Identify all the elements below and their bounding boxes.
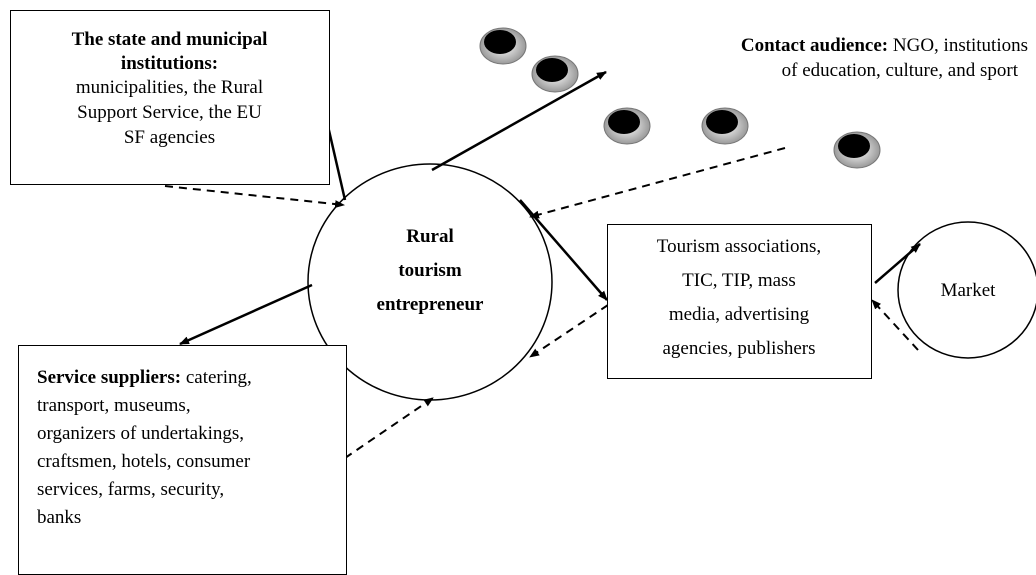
associations-line: agencies, publishers	[662, 338, 816, 359]
market-label: Market	[940, 280, 996, 301]
suppliers-line: craftsmen, hotels, consumer	[37, 451, 251, 472]
suppliers-heading: Service suppliers:	[37, 367, 182, 388]
entrepreneur-label-line: Rural	[406, 226, 454, 247]
dashed-arrow-from-state	[164, 185, 345, 209]
suppliers-line: transport, museums,	[37, 395, 191, 416]
audience-dot	[833, 131, 881, 169]
suppliers-line: organizers of undertakings,	[37, 423, 245, 444]
state-line: municipalities, the Rural	[75, 77, 264, 98]
market-circle	[897, 221, 1036, 359]
service-suppliers-box: Service suppliers: catering, transport, …	[18, 345, 347, 575]
contact-line1-rest: NGO, institutions	[888, 35, 1028, 56]
dashed-arrow-from-contact	[529, 147, 786, 219]
arrow-to-market	[874, 243, 921, 284]
associations-line: media, advertising	[668, 304, 810, 325]
audience-dot	[701, 107, 749, 145]
suppliers-line1: Service suppliers: catering,	[37, 365, 252, 390]
arrow-to-suppliers	[179, 283, 313, 346]
dashed-arrow-from-market	[871, 299, 919, 351]
associations-box: Tourism associations, TIC, TIP, mass med…	[607, 224, 872, 379]
state-line: SF agencies	[123, 127, 216, 148]
entrepreneur-label-line: entrepreneur	[376, 294, 484, 315]
suppliers-line: banks	[37, 507, 82, 528]
audience-dot	[531, 55, 579, 93]
state-line: Support Service, the EU	[77, 102, 262, 123]
contact-audience-line1: Contact audience: NGO, institutions	[620, 33, 1028, 58]
state-heading-line2: institutions:	[120, 53, 219, 74]
state-institutions-box: The state and municipal institutions: mu…	[10, 10, 330, 185]
associations-line: Tourism associations,	[656, 236, 822, 257]
associations-line: TIC, TIP, mass	[682, 270, 796, 291]
audience-dot	[479, 27, 527, 65]
contact-audience-line2: of education, culture, and sport	[781, 60, 1018, 81]
arrow-to-contact	[431, 70, 607, 172]
entrepreneur-label-line: tourism	[398, 260, 462, 281]
contact-heading: Contact audience:	[740, 35, 889, 56]
state-heading-line1: The state and municipal	[71, 29, 268, 50]
dashed-arrow-from-suppliers	[344, 397, 434, 459]
suppliers-line1-rest: catering,	[181, 367, 252, 388]
dashed-arrow-from-associations	[529, 304, 609, 358]
audience-dot	[603, 107, 651, 145]
suppliers-line: services, farms, security,	[37, 479, 225, 500]
